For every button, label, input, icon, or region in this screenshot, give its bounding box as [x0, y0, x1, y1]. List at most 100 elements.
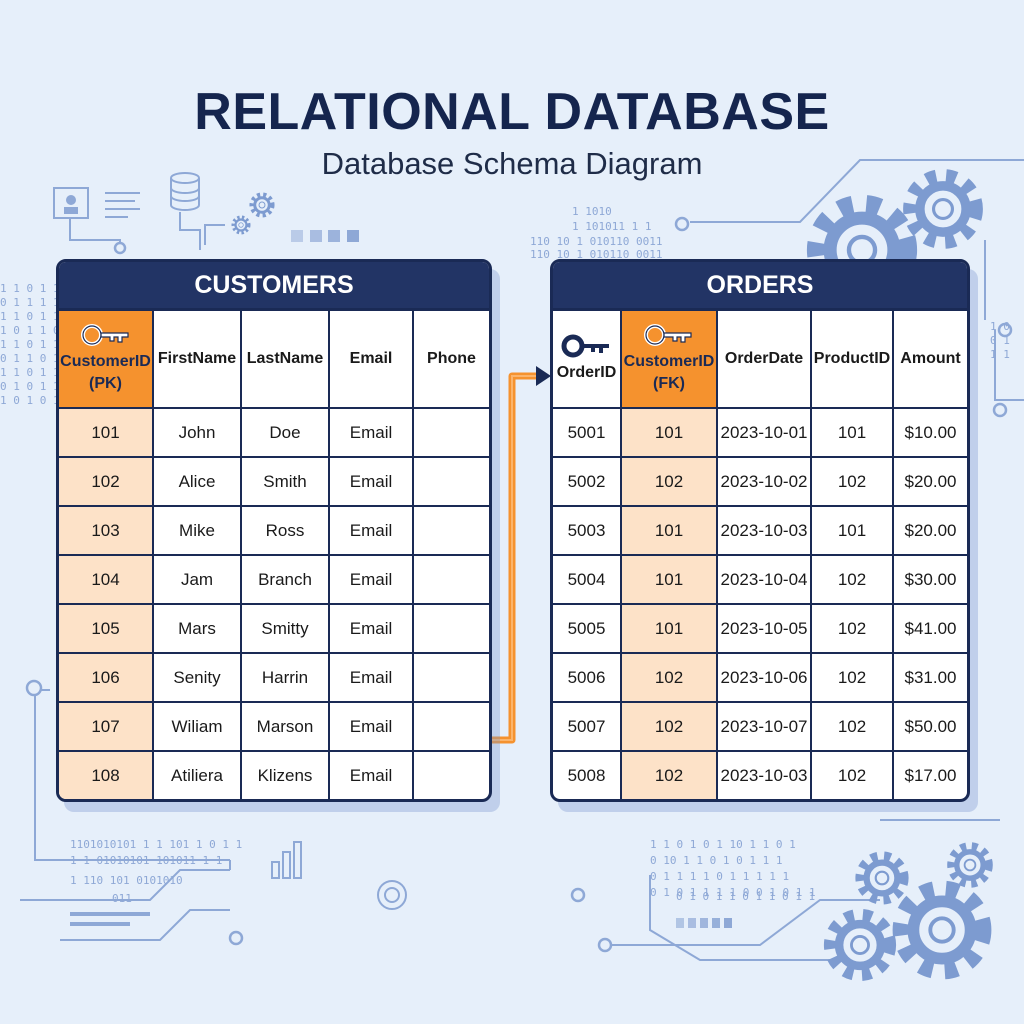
key-icon [561, 334, 609, 358]
cell-order-id: 5001 [553, 407, 622, 458]
cell-email: Email [328, 505, 414, 556]
binary-text: 0 1 0 1 1 1 1 0 0 1 0 1 1 [650, 886, 816, 899]
cell-phone [412, 603, 489, 654]
cell-customer-id: 102 [620, 456, 718, 507]
binary-text: 1 1010 [572, 205, 612, 218]
cell-customer-id: 101 [620, 407, 718, 458]
cell-phone [412, 554, 489, 605]
binary-text: 1 110 101 0101010 [70, 874, 183, 887]
key-icon [644, 324, 692, 346]
cell-order-date: 2023-10-01 [716, 407, 812, 458]
cell-product-id: 101 [810, 407, 894, 458]
column-header-customerid-fk: CustomerID (FK) [620, 311, 718, 409]
cell-order-id: 5002 [553, 456, 622, 507]
column-header-email: Email [328, 311, 414, 409]
binary-text: 1 101011 1 1 [572, 220, 651, 233]
column-header-orderdate: OrderDate [716, 311, 812, 409]
cell-last: Klizens [240, 750, 330, 799]
svg-text:0 1: 0 1 [990, 334, 1010, 347]
cell-first: Wiliam [152, 701, 242, 752]
cell-order-date: 2023-10-03 [716, 505, 812, 556]
cell-customer-id: 102 [620, 701, 718, 752]
cell-id: 103 [59, 505, 154, 556]
orders-grid: OrderID CustomerID (FK) OrderDate Produc… [553, 311, 967, 799]
svg-text:1 1: 1 1 [990, 348, 1010, 361]
cell-order-date: 2023-10-07 [716, 701, 812, 752]
cell-first: John [152, 407, 242, 458]
column-label-suffix: (PK) [89, 375, 122, 392]
cell-first: Mike [152, 505, 242, 556]
cell-product-id: 102 [810, 554, 894, 605]
cell-email: Email [328, 652, 414, 703]
cell-product-id: 102 [810, 456, 894, 507]
cell-order-id: 5008 [553, 750, 622, 799]
customers-table: CUSTOMERS CustomerID (PK) FirstName Last… [56, 259, 492, 802]
cell-customer-id: 101 [620, 505, 718, 556]
cell-last: Doe [240, 407, 330, 458]
binary-text: 011 [112, 892, 132, 905]
cell-last: Smith [240, 456, 330, 507]
customers-grid: CustomerID (PK) FirstName LastName Email… [59, 311, 489, 799]
cell-id: 106 [59, 652, 154, 703]
cell-product-id: 102 [810, 701, 894, 752]
cell-phone [412, 750, 489, 799]
cell-order-date: 2023-10-06 [716, 652, 812, 703]
column-label: OrderID [556, 364, 617, 381]
cell-last: Ross [240, 505, 330, 556]
cell-customer-id: 102 [620, 750, 718, 799]
relationship-connector [490, 366, 551, 744]
cell-last: Smitty [240, 603, 330, 654]
customers-header-row: CustomerID (PK) FirstName LastName Email… [59, 311, 489, 409]
cell-amount: $17.00 [892, 750, 967, 799]
cell-first: Atiliera [152, 750, 242, 799]
cell-customer-id: 101 [620, 603, 718, 654]
page-subtitle: Database Schema Diagram [321, 146, 703, 181]
column-header-phone: Phone [412, 311, 489, 409]
cell-amount: $41.00 [892, 603, 967, 654]
binary-text: 1101010101 1 1 101 1 0 1 1 [70, 838, 242, 851]
column-label: CustomerID [623, 353, 715, 370]
orders-table-title: ORDERS [553, 262, 967, 311]
cell-amount: $50.00 [892, 701, 967, 752]
cell-last: Harrin [240, 652, 330, 703]
cell-order-date: 2023-10-05 [716, 603, 812, 654]
cell-order-id: 5003 [553, 505, 622, 556]
cell-email: Email [328, 407, 414, 458]
cell-first: Mars [152, 603, 242, 654]
cell-amount: $20.00 [892, 456, 967, 507]
cell-product-id: 101 [810, 505, 894, 556]
cell-id: 107 [59, 701, 154, 752]
cell-order-id: 5005 [553, 603, 622, 654]
cell-amount: $10.00 [892, 407, 967, 458]
binary-text: 0 10 1 1 0 1 0 1 1 1 [650, 854, 782, 867]
cell-email: Email [328, 456, 414, 507]
cell-order-date: 2023-10-03 [716, 750, 812, 799]
binary-text: 1 1 0 1 0 1 10 1 1 0 1 [650, 838, 796, 851]
cell-phone [412, 456, 489, 507]
cell-email: Email [328, 750, 414, 799]
cell-first: Senity [152, 652, 242, 703]
cell-phone [412, 407, 489, 458]
cell-id: 108 [59, 750, 154, 799]
binary-text: 0 1 1 1 1 0 1 1 1 1 1 [650, 870, 789, 883]
column-header-customerid-pk: CustomerID (PK) [59, 311, 154, 409]
column-label-suffix: (FK) [653, 375, 685, 392]
cell-email: Email [328, 603, 414, 654]
binary-text: 110 10 1 010110 0011 [530, 235, 662, 248]
page-title: RELATIONAL DATABASE [194, 83, 830, 141]
cell-product-id: 102 [810, 750, 894, 799]
cell-order-date: 2023-10-04 [716, 554, 812, 605]
